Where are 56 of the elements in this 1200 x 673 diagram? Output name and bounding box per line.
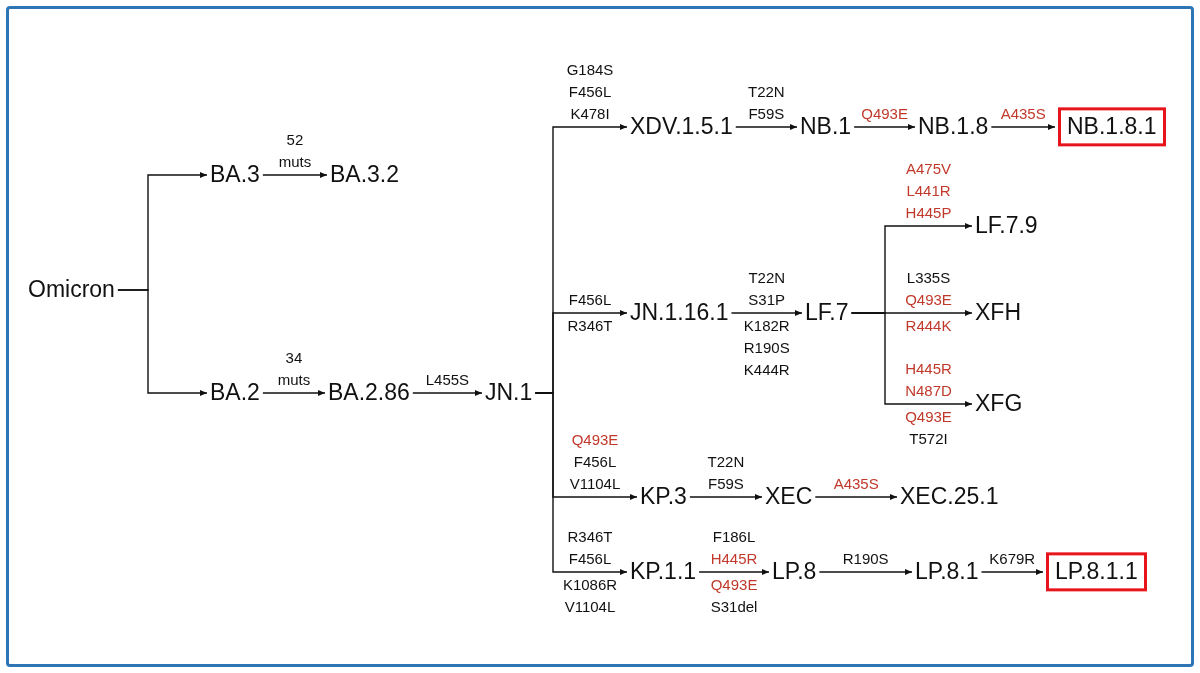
lineage-label: LP.8.1	[915, 559, 979, 585]
arrow	[735, 124, 798, 130]
arrow	[980, 569, 1044, 575]
edge-label: G184S F456L K478I	[566, 60, 614, 124]
lineage-label: XFH	[975, 300, 1021, 326]
lineage-label: XDV.1.5.1	[630, 114, 733, 140]
edge-label: F186L H445R Q493E S31del	[710, 527, 758, 617]
arrow	[853, 124, 916, 130]
edge-label: A435S	[833, 474, 879, 494]
lineage-label: LF.7	[805, 300, 849, 326]
edge-label: K679R	[989, 549, 1036, 569]
lineage-label: LP.8	[772, 559, 817, 585]
lineage-label: BA.3.2	[330, 162, 400, 188]
lineage-label: Omicron	[28, 277, 115, 303]
arrow	[689, 494, 763, 500]
lineage-label: LF.7.9	[975, 213, 1038, 239]
edge-label: L335S Q493E R444K	[905, 268, 952, 336]
arrow	[850, 312, 973, 407]
arrow	[412, 390, 483, 396]
lineage-label: BA.2	[210, 380, 260, 406]
lineage-label: KP.3	[640, 484, 687, 510]
edge-label: F456L R346T	[567, 290, 613, 336]
arrow	[730, 310, 803, 316]
arrow	[818, 569, 913, 575]
edge-label: 34 muts	[277, 348, 311, 390]
lineage-label: BA.2.86	[328, 380, 410, 406]
lineage-label: XEC.25.1	[900, 484, 999, 510]
lineage-label: JN.1	[485, 380, 533, 406]
edge-label: T22N S31P K182R R190S K444R	[743, 268, 790, 380]
arrow	[117, 289, 208, 396]
edge-label: Q493E	[861, 104, 908, 124]
arrow	[814, 494, 898, 500]
arrow	[698, 569, 770, 575]
lineage-label: BA.3	[210, 162, 260, 188]
arrow	[990, 124, 1056, 130]
highlighted-lineage-box: NB.1.8.1	[1058, 107, 1166, 147]
arrow	[534, 392, 628, 575]
lineage-label: XFG	[975, 391, 1023, 417]
edge-label: T22N F59S	[748, 82, 785, 124]
arrow	[262, 172, 328, 178]
lineage-label: JN.1.16.1	[630, 300, 729, 326]
edge-label: R190S	[842, 549, 889, 569]
lineage-label: KP.1.1	[630, 559, 697, 585]
edge-label: 52 muts	[278, 130, 312, 172]
edge-label: T22N F59S	[707, 452, 745, 494]
edge-label: R346T F456L K1086R V1104L	[562, 527, 618, 617]
edge-label: A475V L441R H445P	[905, 159, 952, 223]
edge-label: H445R N487D Q493E T572I	[905, 359, 952, 449]
edge-label: Q493E F456L V1104L	[569, 430, 621, 494]
lineage-label: NB.1	[800, 114, 852, 140]
highlighted-lineage-box: LP.8.1.1	[1046, 552, 1147, 592]
edge-label: A435S	[1000, 104, 1046, 124]
arrow	[262, 390, 326, 396]
lineage-label: NB.1.8	[918, 114, 989, 140]
edge-label: L455S	[425, 370, 470, 390]
lineage-label: XEC	[765, 484, 813, 510]
